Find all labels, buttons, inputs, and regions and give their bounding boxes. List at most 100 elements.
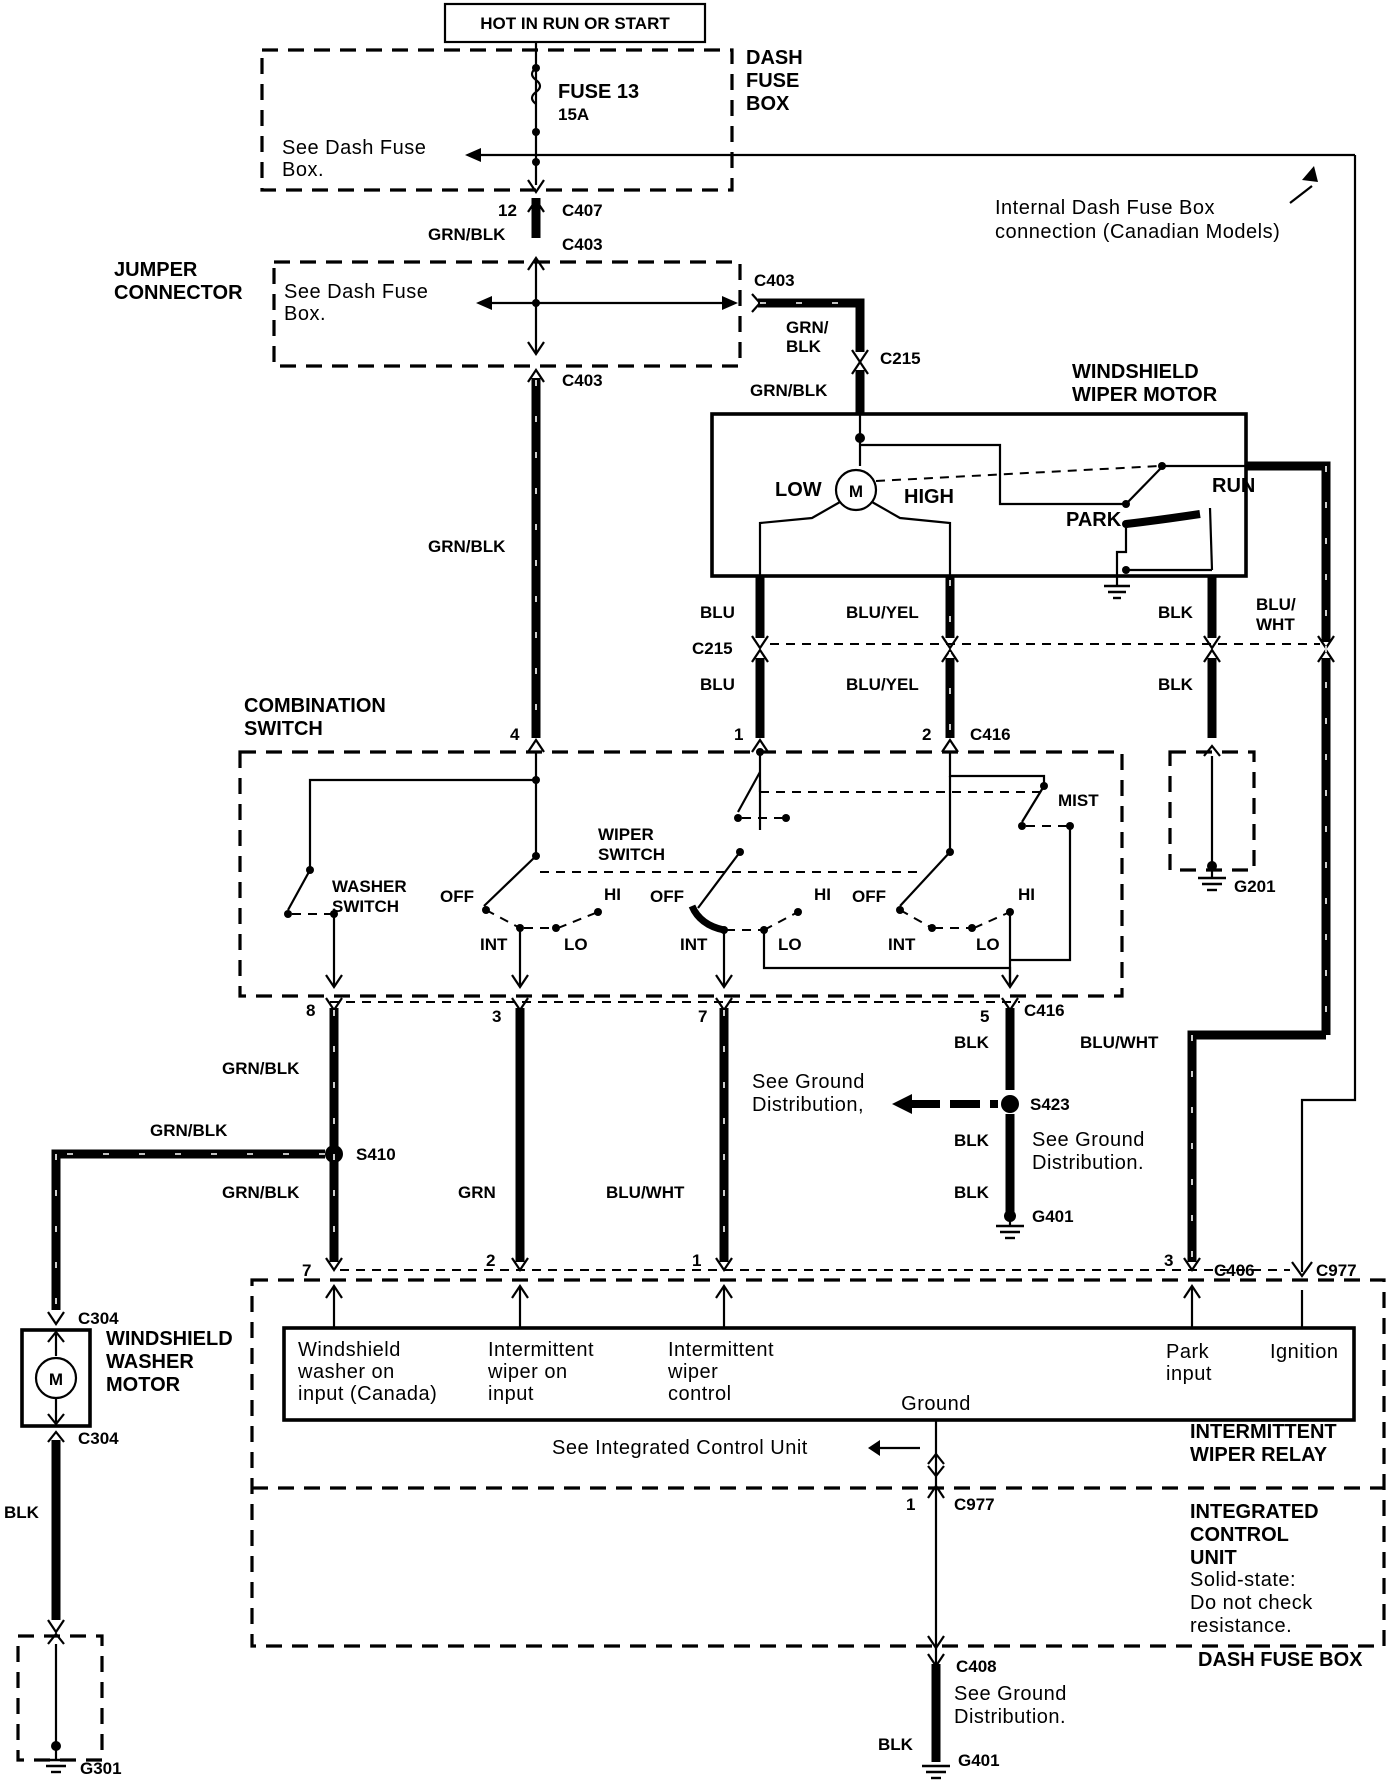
fuse-name: FUSE 13	[558, 81, 639, 103]
see-ground-dist-1: See Ground	[752, 1071, 865, 1093]
pin-1: 1	[734, 725, 743, 744]
pin-7: 7	[698, 1007, 707, 1026]
switch-off-1: OFF	[440, 887, 474, 906]
icu-note-2: Do not check	[1190, 1592, 1313, 1614]
jumper-see-note: See Dash Fuse	[284, 281, 428, 303]
wiper-run-label: RUN	[1212, 475, 1255, 497]
jumper-title-2: CONNECTOR	[114, 282, 243, 304]
wiper-switch-label-2: SWITCH	[598, 845, 665, 864]
switch-int-1: INT	[480, 935, 508, 954]
fuse-rating: 15A	[558, 105, 589, 124]
connector-c407: C407	[562, 201, 603, 220]
relay-input-washer-2: washer on	[297, 1361, 395, 1383]
connector-c408: C408	[956, 1657, 997, 1676]
wire-blu-2: BLU	[700, 675, 735, 694]
splice-s423: S423	[1030, 1095, 1070, 1114]
connector-c416-top: C416	[970, 725, 1011, 744]
power-source-box	[443, 2, 707, 44]
power-source-label: HOT IN RUN OR START	[480, 14, 670, 33]
wire-blk-3: BLK	[954, 1033, 990, 1052]
wiper-motor-title-2: WIPER MOTOR	[1072, 384, 1218, 406]
relay-ground: Ground	[901, 1393, 971, 1415]
jumper-see-note-2: Box.	[284, 303, 326, 325]
wire-grn-blk-6: GRN/BLK	[150, 1121, 228, 1140]
icu-pin-1: 1	[906, 1495, 915, 1514]
switch-off-3: OFF	[852, 887, 886, 906]
ground-g201: G201	[1234, 877, 1276, 896]
internal-connection-note: Internal Dash Fuse Box	[995, 197, 1215, 219]
connector-c977-top: C977	[1316, 1261, 1357, 1280]
wire-grn-blk-2b: BLK	[786, 337, 822, 356]
see-dash-fuse-box-note: See Dash Fuse	[282, 137, 426, 159]
relay-input-int-on: Intermittent	[488, 1339, 594, 1361]
wiper-motor-m: M	[849, 482, 863, 501]
see-ground-dist-2: See Ground	[1032, 1129, 1145, 1151]
g301-box	[16, 1634, 104, 1762]
combination-switch-title-2: SWITCH	[244, 718, 323, 740]
connector-c416-bottom: C416	[1024, 1001, 1065, 1020]
wire-blu-1: BLU	[700, 603, 735, 622]
wiper-motor-symbol	[834, 468, 878, 512]
washer-motor-title-2: WASHER	[106, 1351, 194, 1373]
connector-c403-bottom: C403	[562, 371, 603, 390]
switch-int-2: INT	[680, 935, 708, 954]
wiper-high-label: HIGH	[904, 486, 954, 508]
relay-pin-7: 7	[302, 1261, 311, 1280]
relay-ignition: Ignition	[1270, 1341, 1339, 1363]
pin-2: 2	[922, 725, 931, 744]
wiper-motor-title: WINDSHIELD	[1072, 361, 1199, 383]
see-ground-dist-2b: Distribution.	[1032, 1152, 1144, 1174]
switch-hi-2: HI	[814, 885, 831, 904]
wire-grn-blk-2: GRN/	[786, 318, 829, 337]
relay-park-input-2: input	[1166, 1363, 1212, 1385]
icu-title-2: CONTROL	[1190, 1524, 1289, 1546]
combination-switch-outline	[238, 750, 1124, 998]
icu-note-3: resistance.	[1190, 1615, 1292, 1637]
wire-blk-1: BLK	[1158, 603, 1194, 622]
relay-park-input: Park	[1166, 1341, 1210, 1363]
washer-motor-m: M	[49, 1370, 63, 1389]
splice-s410: S410	[356, 1145, 396, 1164]
relay-input-int-on-3: input	[488, 1383, 534, 1405]
wire-blu-wht-3: BLU/WHT	[606, 1183, 685, 1202]
switch-hi-3: HI	[1018, 885, 1035, 904]
pin-4: 4	[510, 725, 520, 744]
see-icu-note: See Integrated Control Unit	[552, 1437, 808, 1459]
connector-c403-right: C403	[754, 271, 795, 290]
wire-blk-4: BLK	[954, 1131, 990, 1150]
see-ground-dist-3b: Distribution.	[954, 1706, 1066, 1728]
washer-motor-title: WINDSHIELD	[106, 1328, 233, 1350]
dash-fuse-box-footer: DASH FUSE BOX	[1198, 1649, 1363, 1671]
dash-fuse-box-outline	[260, 48, 734, 192]
combination-switch-title: COMBINATION	[244, 695, 386, 717]
relay-icu-outline	[250, 1278, 1386, 1648]
internal-connection-note-2: connection (Canadian Models)	[995, 221, 1280, 243]
icu-title: INTEGRATED	[1190, 1501, 1319, 1523]
connector-c304-bottom: C304	[78, 1429, 119, 1448]
switch-int-3: INT	[888, 935, 916, 954]
wire-blk-7: BLK	[4, 1503, 40, 1522]
connector-c403-top: C403	[562, 235, 603, 254]
icu-title-3: UNIT	[1190, 1547, 1237, 1569]
fuse-symbol	[530, 67, 542, 105]
wire-blu-yel-1: BLU/YEL	[846, 603, 919, 622]
wire-blu-wht-1b: WHT	[1256, 615, 1295, 634]
ground-g401-2: G401	[958, 1751, 1000, 1770]
ground-g401-1: G401	[1032, 1207, 1074, 1226]
ground-g301: G301	[80, 1759, 122, 1778]
connector-c215-bottom: C215	[692, 639, 733, 658]
wire-blu-wht-2: BLU/WHT	[1080, 1033, 1159, 1052]
relay-input-int-control-3: control	[668, 1383, 732, 1405]
wiper-park-label: PARK	[1066, 509, 1122, 531]
wiper-low-label: LOW	[775, 479, 822, 501]
wire-grn-blk-4: GRN/BLK	[428, 537, 506, 556]
wire-blk-5: BLK	[954, 1183, 990, 1202]
washer-switch-label: WASHER	[332, 877, 407, 896]
see-dash-fuse-box-note-2: Box.	[282, 159, 324, 181]
see-ground-dist-3: See Ground	[954, 1683, 1067, 1705]
icu-note: Solid-state:	[1190, 1569, 1296, 1591]
dash-fuse-box-title-2: FUSE	[746, 70, 799, 92]
wire-grn-blk-7: GRN/BLK	[222, 1183, 300, 1202]
connector-c977-bottom: C977	[954, 1495, 995, 1514]
